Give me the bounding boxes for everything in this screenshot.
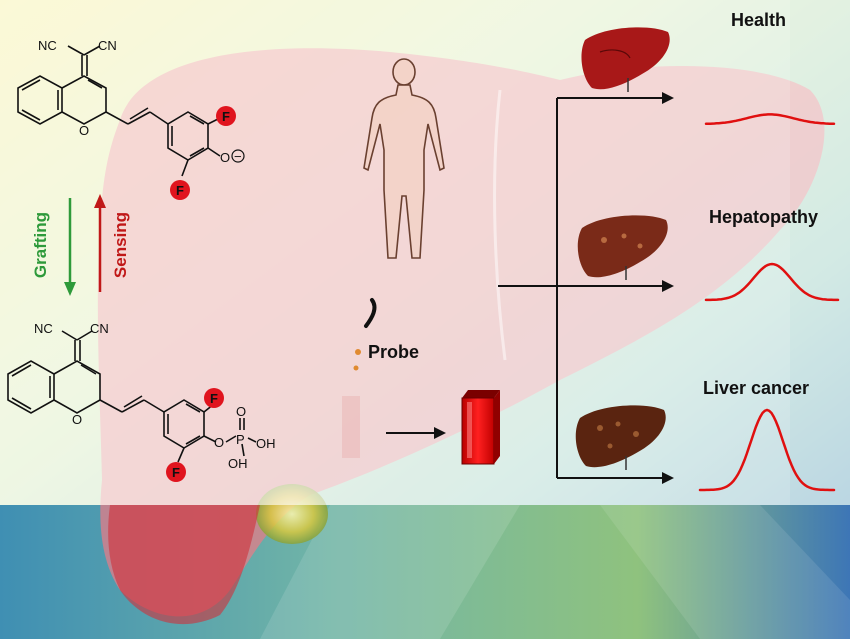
hydroxyl-label: OH <box>256 436 276 451</box>
ester-oxygen-label: O <box>214 435 224 450</box>
fluorine-atom-icon <box>170 180 190 200</box>
signal-curve-hepatopathy <box>704 262 840 302</box>
charge-sign: − <box>234 149 242 164</box>
probe-droplet-icon <box>353 365 359 371</box>
overlay-panel <box>0 0 850 505</box>
fluorine-label: F <box>172 465 180 480</box>
probe-droplet-icon <box>355 349 361 355</box>
liver-lower-shadow <box>108 505 260 625</box>
cyano-label: NC <box>38 38 57 53</box>
liver-hepatopathy-icon <box>577 215 668 280</box>
arrow-head <box>662 280 674 292</box>
cuvette-icon <box>461 390 500 465</box>
cyano-label: CN <box>90 321 109 336</box>
cyano-label: NC <box>34 321 53 336</box>
phosphorus-label: P <box>236 432 245 447</box>
label-health: Health <box>731 10 787 30</box>
syringe-icon <box>364 298 377 328</box>
label-grafting: Grafting <box>31 211 50 279</box>
sensing-arrow-head <box>94 194 106 208</box>
label-probe: Probe <box>368 342 420 362</box>
fluorine-label: F <box>222 109 230 124</box>
human-body-icon <box>363 58 445 259</box>
signal-curve-health <box>704 113 836 126</box>
phosphoryl-oxygen-label: O <box>236 404 246 419</box>
ring-oxygen-label: O <box>79 123 89 138</box>
negative-charge-icon <box>231 149 245 163</box>
chem-structure-top <box>17 45 221 177</box>
fluorine-label: F <box>210 391 218 406</box>
label-liver-cancer: Liver cancer <box>703 378 810 398</box>
phenoxide-oxygen-label: O <box>220 150 230 165</box>
fluorine-atom-icon <box>216 106 236 126</box>
arrow-head <box>662 472 674 484</box>
bottom-facet <box>260 505 520 639</box>
cyano-label: CN <box>98 38 117 53</box>
hydroxyl-label: OH <box>228 456 248 471</box>
fluorine-atom-icon <box>204 388 224 408</box>
ring-oxygen-label: O <box>72 412 82 427</box>
arrow-head <box>434 427 446 439</box>
grafting-arrow-head <box>64 282 76 296</box>
label-hepatopathy: Hepatopathy <box>709 207 819 227</box>
branch-arrows <box>498 97 664 479</box>
signal-curve-liver-cancer <box>698 408 836 492</box>
faint-vial-icon <box>342 396 360 458</box>
chem-structure-bottom <box>7 330 257 463</box>
liver-cancer-icon <box>575 405 666 470</box>
bottom-facet <box>600 505 850 639</box>
arrow-head <box>662 92 674 104</box>
liver-health-icon <box>581 27 670 92</box>
fluorine-label: F <box>176 183 184 198</box>
fluorine-atom-icon <box>166 462 186 482</box>
label-sensing: Sensing <box>111 211 130 279</box>
